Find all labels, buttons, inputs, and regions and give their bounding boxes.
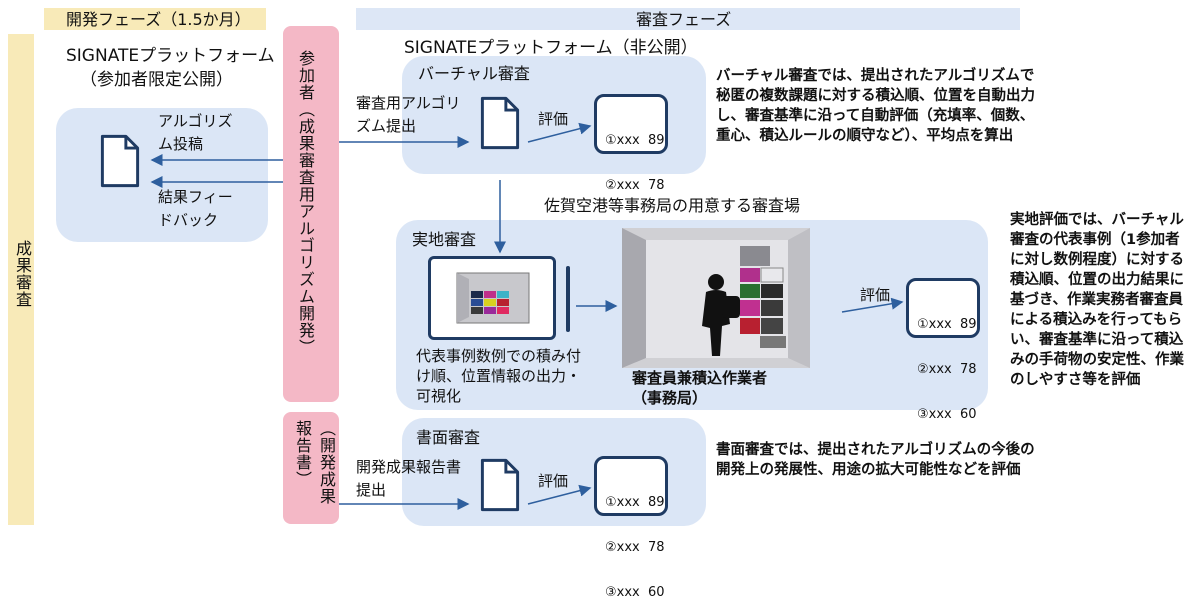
score-line-2: ②xxx 78 [605,540,665,555]
document-review-title: 書面審査 [416,428,481,447]
participant-box [283,26,339,402]
score-line-1: ①xxx 89 [605,495,665,510]
public-platform-subtitle: （参加者限定公開） [80,70,233,90]
cargo-visualization-image [456,272,530,324]
score-line-3: ③xxx 60 [605,585,665,600]
virtual-submit-label: 審査用アルゴリズム提出 [356,94,461,135]
virtual-document-icon [480,96,520,150]
score-line-2: ②xxx 78 [605,178,665,193]
field-review-title: 実地審査 [412,230,477,249]
arrow-field-eval [841,297,904,313]
side-bar [8,34,34,525]
score-line-2: ②xxx 78 [917,362,977,377]
report-document-icon [480,458,520,512]
field-description: 実地評価では、バーチャル審査の代表事例（1参加者に対し数例程度）に対する積込順、… [1010,212,1184,388]
report-box [283,412,339,524]
venue-label: 佐賀空港等事務局の用意する審査場 [544,196,801,215]
score-line-3: ③xxx 60 [917,407,977,422]
arrow-document-eval [527,484,592,505]
post-label: アルゴリズム投稿 [158,112,233,153]
virtual-score-card: ①xxx 89 ②xxx 78 ③xxx 60 [594,94,668,238]
stylus [566,266,570,332]
arrow-virtual-eval [527,122,592,143]
field-score-card: ①xxx 89 ②xxx 78 ③xxx 60 [906,278,980,422]
virtual-review-title: バーチャル審査 [418,64,530,83]
algorithm-document-icon [100,134,140,188]
review-phase-label: 審査フェーズ [636,10,732,29]
document-submit-label: 開発成果報告書提出 [356,458,462,499]
virtual-eval-label: 評価 [538,110,569,128]
document-eval-label: 評価 [538,472,569,490]
document-description: 書面審査では、提出されたアルゴリズムの今後の開発上の発展性、用途の拡大可能性など… [716,442,1035,478]
score-line-1: ①xxx 89 [917,317,977,332]
review-phase-bar [356,8,1020,30]
feedback-label: 結果フィードバック [158,188,233,229]
cargo-container-illustration [622,228,810,368]
field-eval-label: 評価 [860,286,891,304]
public-platform-title: SIGNATEプラットフォーム [66,46,275,66]
dev-panel [56,108,268,242]
worker-label: 審査員兼積込作業者（事務局） [632,369,768,407]
private-platform-title: SIGNATEプラットフォーム（非公開） [404,38,698,58]
side-label: 成果審査 [13,240,32,308]
virtual-description: バーチャル審査では、提出されたアルゴリズムで秘匿の複数課題に対する積込順、位置を… [716,68,1035,144]
dev-phase-label: 開発フェーズ（1.5か月） [66,10,251,29]
field-caption: 代表事例数例での積み付け順、位置情報の出力・可視化 [416,347,582,405]
participant-label: 参加者（成果審査用アルゴリズム開発） [296,50,315,356]
dev-phase-bar [44,8,266,30]
report-label: （開発成果報告書） [293,420,336,505]
tablet-visualization [428,256,556,340]
flow-arrows [150,122,904,510]
score-line-1: ①xxx 89 [605,133,665,148]
